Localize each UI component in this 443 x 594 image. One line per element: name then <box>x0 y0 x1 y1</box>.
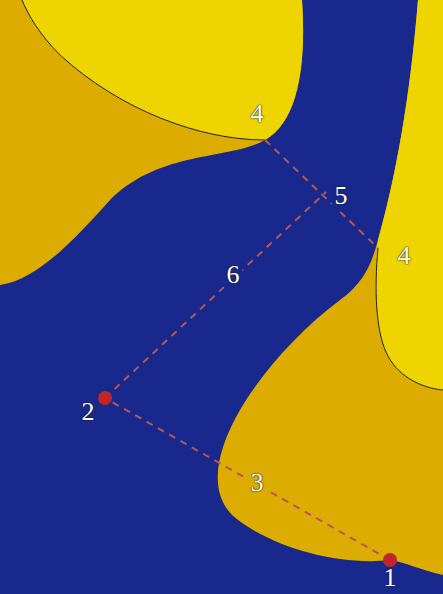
callout-number: 2 <box>79 398 98 426</box>
callout-number: 3 <box>248 469 267 497</box>
callout-number: 1 <box>381 564 400 592</box>
callout-number: 5 <box>332 182 351 210</box>
callout-number: 4 <box>248 100 267 128</box>
callout-number: 4 <box>395 242 414 270</box>
callout-number: 6 <box>224 261 243 289</box>
